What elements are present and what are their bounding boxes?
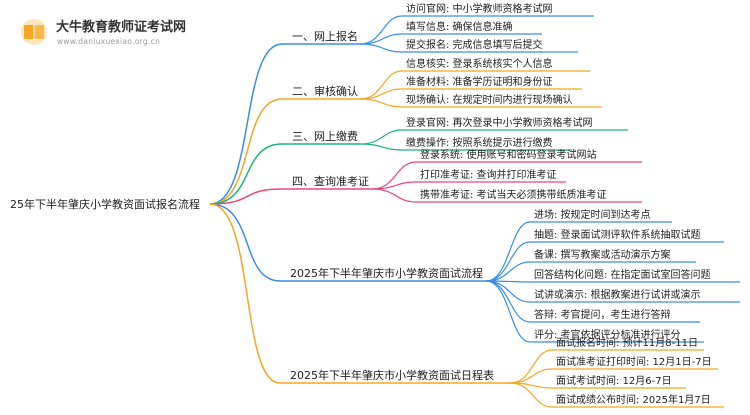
branch-connector <box>209 188 372 205</box>
leaf-topic[interactable]: 面试成绩公布时间: 2025年1月7日 <box>556 393 711 406</box>
leaf-topic[interactable]: 访问官网: 中小学教师资格考试网 <box>406 2 553 15</box>
leaf-topic[interactable]: 进场: 按规定时间到达考点 <box>534 208 651 221</box>
site-logo[interactable]: 大牛教育教师证考试网 www.daniuxuexiao.org.cn <box>21 19 186 46</box>
leaf-topic[interactable]: 备课: 撰写教案或活动演示方案 <box>534 248 671 261</box>
leaf-connector <box>359 129 628 145</box>
leaf-topic[interactable]: 试讲或演示: 根据教案进行试讲或演示 <box>534 288 701 301</box>
leaf-topic[interactable]: 抽题: 登录面试测评软件系统抽取试题 <box>534 228 701 241</box>
leaf-topic[interactable]: 面试报名时间: 预计11月8-11日 <box>556 336 698 349</box>
leaf-connector <box>359 33 542 45</box>
leaf-connector <box>485 280 740 303</box>
leaf-connector <box>371 181 566 190</box>
branch-topic[interactable]: 二、审核确认 <box>292 84 358 98</box>
leaf-topic[interactable]: 现场确认: 在规定时间内进行现场确认 <box>406 93 573 106</box>
leaf-connector <box>359 43 578 53</box>
leaf-connector <box>359 15 594 45</box>
root-topic: 25年下半年肇庆小学教资面试报名流程 <box>10 197 200 211</box>
leaf-connector <box>509 368 718 384</box>
branch-connector <box>209 98 360 205</box>
leaf-topic[interactable]: 携带准考证: 考试当天必须携带纸质准考证 <box>420 188 607 201</box>
leaf-topic[interactable]: 答辩: 考官提问，考生进行答辩 <box>534 308 671 321</box>
branch-topic[interactable]: 2025年下半年肇庆市小学教资面试日程表 <box>290 368 494 382</box>
leaf-topic[interactable]: 登录官网: 再次登录中小学教师资格考试网 <box>406 116 593 129</box>
leaf-connector <box>359 143 572 151</box>
leaf-connector <box>509 382 724 408</box>
leaf-topic[interactable]: 填写信息: 确保信息准确 <box>406 20 513 33</box>
logo-url: www.daniuxuexiao.org.cn <box>57 37 160 46</box>
leaf-connector <box>359 70 590 100</box>
book-icon <box>21 19 47 45</box>
leaf-connector <box>359 88 582 100</box>
leaf-topic[interactable]: 面试考试时间: 12月6-7日 <box>556 374 672 387</box>
leaf-topic[interactable]: 登录系统: 使用账号和密码登录考试网站 <box>420 148 597 161</box>
leaf-topic[interactable]: 提交报名: 完成信息填写后提交 <box>406 38 543 51</box>
logo-title: 大牛教育教师证考试网 <box>56 19 186 35</box>
leaf-connector <box>485 280 740 283</box>
branch-topic[interactable]: 一、网上报名 <box>292 29 358 43</box>
branch-topic[interactable]: 三、网上缴费 <box>292 129 358 143</box>
branch-topic[interactable]: 四、查询准考证 <box>292 174 369 188</box>
leaf-topic[interactable]: 准备材料: 准备学历证明和身份证 <box>406 75 553 88</box>
leaf-connector <box>485 261 696 282</box>
leaf-connector <box>485 280 704 343</box>
leaf-connector <box>485 221 672 282</box>
branch-connector <box>209 203 510 384</box>
leaf-connector <box>485 241 724 282</box>
leaf-topic[interactable]: 评分: 考官依据评分标准进行评分 <box>534 328 681 341</box>
branch-connector <box>209 143 360 205</box>
leaf-connector <box>371 161 642 190</box>
branch-connector <box>209 43 360 205</box>
leaf-connector <box>371 188 642 203</box>
leaf-topic[interactable]: 缴费操作: 按照系统提示进行缴费 <box>406 136 553 149</box>
leaf-topic[interactable]: 信息核实: 登录系统核实个人信息 <box>406 57 553 70</box>
leaf-connector <box>359 98 602 108</box>
branch-topic[interactable]: 2025年下半年肇庆市小学教资面试流程 <box>290 266 483 280</box>
connector-lines <box>209 15 740 408</box>
leaf-topic[interactable]: 打印准考证: 查询并打印准考证 <box>420 168 557 181</box>
leaf-topic[interactable]: 面试准考证打印时间: 12月1日-7日 <box>556 355 712 368</box>
leaf-connector <box>509 349 704 384</box>
leaf-topic[interactable]: 回答结构化问题: 在指定面试室回答问题 <box>534 268 711 281</box>
branch-connector <box>209 203 486 282</box>
